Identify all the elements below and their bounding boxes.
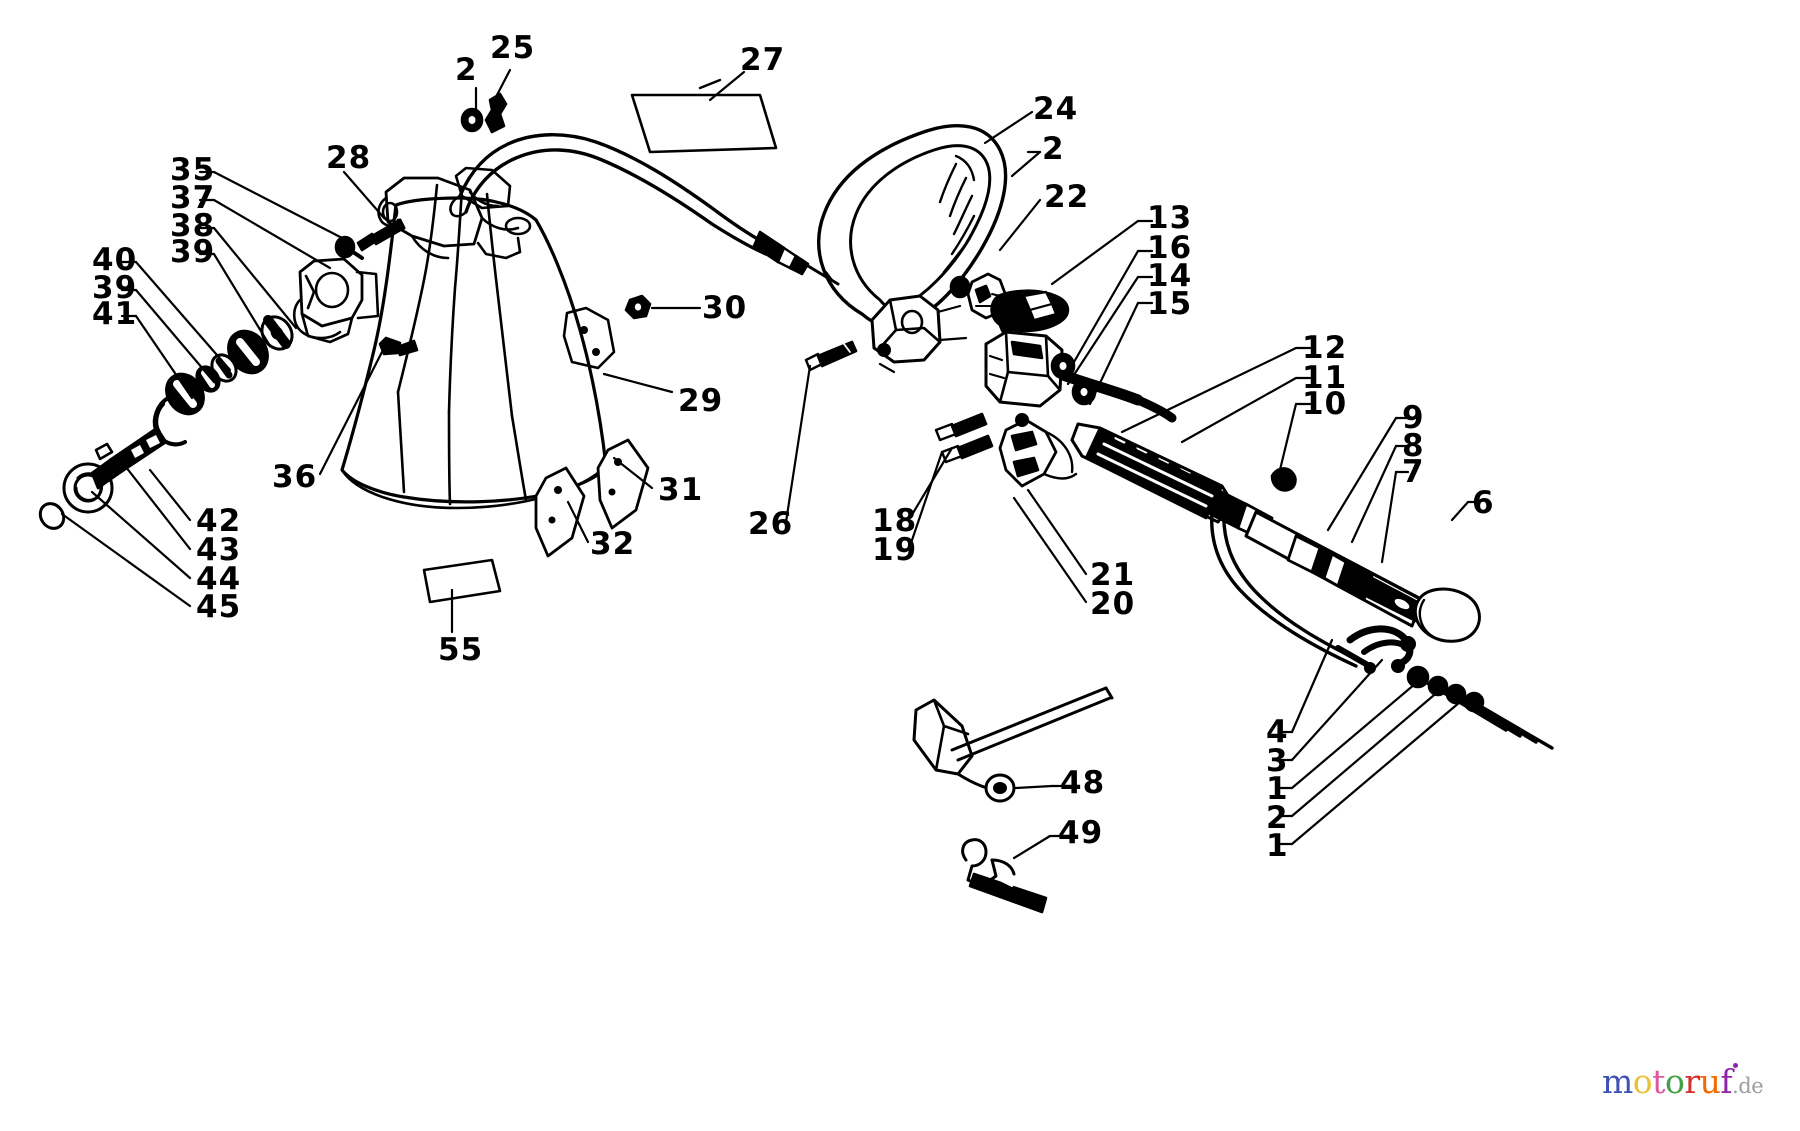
callout-19: 19 (872, 532, 918, 568)
callout-48: 48 (1060, 765, 1106, 801)
callout-36: 36 (272, 459, 318, 495)
callout-9: 9 (1402, 400, 1425, 436)
throttle-cable-upper (449, 133, 840, 286)
callout-2-top: 2 (455, 52, 478, 88)
callout-55: 55 (438, 632, 484, 668)
callout-3: 3 (1266, 743, 1289, 779)
switch-nuts (1050, 352, 1097, 406)
cutter-blade-32 (534, 466, 586, 558)
callout-41: 41 (92, 296, 138, 332)
callout-44: 44 (196, 561, 242, 597)
callout-42: 42 (196, 503, 242, 539)
callout-40: 40 (92, 242, 138, 278)
switch-washer-2 (949, 275, 971, 299)
bearing-stack (152, 315, 294, 447)
callout-39-lower: 39 (92, 270, 138, 306)
callout-39-upper: 39 (170, 234, 216, 270)
callout-12: 12 (1302, 330, 1348, 366)
callout-32: 32 (590, 526, 636, 562)
guard-right-bracket (562, 306, 616, 370)
gearhead-bolt-35 (334, 235, 364, 260)
callout-7: 7 (1402, 454, 1425, 490)
callout-2-handle: 2 (1042, 131, 1065, 167)
pins-18-19 (934, 412, 994, 464)
callout-31: 31 (658, 472, 704, 508)
wm-letter-f: f (1720, 1062, 1733, 1101)
callout-18: 18 (872, 503, 918, 539)
guard-nut-30 (624, 294, 652, 320)
callout-13: 13 (1147, 200, 1193, 236)
callout-49: 49 (1058, 815, 1104, 851)
wm-letter-m: m (1602, 1062, 1633, 1101)
callout-24: 24 (1033, 91, 1079, 127)
throttle-lever-20-21 (998, 413, 1078, 488)
callout-35: 35 (170, 152, 216, 188)
callout-16: 16 (1147, 230, 1193, 266)
callout-43: 43 (196, 532, 242, 568)
callout-1-lower: 1 (1266, 828, 1289, 864)
cutter-blade-31 (596, 438, 650, 530)
callout-27: 27 (740, 42, 786, 78)
output-shaft-42 (90, 426, 168, 490)
shaft-assembly (1070, 422, 1554, 750)
callout-2-lower: 2 (1266, 800, 1289, 836)
callout-11: 11 (1302, 360, 1348, 396)
gearcase-housing-37 (292, 257, 380, 344)
guard-bolt-28 (356, 218, 406, 252)
callout-30: 30 (702, 290, 748, 326)
wm-letter-r: r (1684, 1062, 1700, 1101)
callout-20: 20 (1090, 586, 1136, 622)
callout-10: 10 (1302, 386, 1348, 422)
callout-14: 14 (1147, 258, 1193, 294)
callout-21: 21 (1090, 557, 1136, 593)
callout-22: 22 (1044, 179, 1090, 215)
callout-1-upper: 1 (1266, 771, 1289, 807)
callout-26: 26 (748, 506, 794, 542)
callout-8: 8 (1402, 428, 1425, 464)
motoruf-watermark: motoruf.de (1602, 1062, 1764, 1101)
handle-bolt-26 (804, 340, 858, 372)
wm-dot-icon (1733, 1063, 1738, 1068)
washer-2-top (460, 107, 484, 133)
leader-lines (60, 68, 1470, 860)
switch-housing-block (984, 330, 1064, 408)
handle-clamp-block (870, 294, 968, 374)
callout-38: 38 (170, 208, 216, 244)
wm-letter-t: t (1652, 1062, 1665, 1101)
callout-4: 4 (1266, 714, 1289, 750)
open-end-wrench-49 (961, 838, 1048, 914)
leader-ticks (120, 150, 1480, 846)
wm-letter-o1: o (1632, 1062, 1653, 1101)
callout-15: 15 (1147, 286, 1193, 322)
callout-25: 25 (490, 30, 536, 66)
callout-37: 37 (170, 180, 216, 216)
warning-decal-55 (422, 558, 502, 604)
wm-letter-u: u (1699, 1062, 1721, 1101)
cable-clamp-25 (484, 92, 508, 134)
socket-wrench-48 (912, 686, 1114, 803)
wm-suffix: .de (1732, 1074, 1764, 1098)
wm-letter-o2: o (1664, 1062, 1685, 1101)
callout-29: 29 (678, 383, 724, 419)
blade-holder-assembly (38, 462, 114, 530)
callout-28: 28 (326, 140, 372, 176)
callout-45: 45 (196, 589, 242, 625)
guard-screw-36 (378, 336, 419, 357)
callout-6: 6 (1472, 485, 1495, 521)
